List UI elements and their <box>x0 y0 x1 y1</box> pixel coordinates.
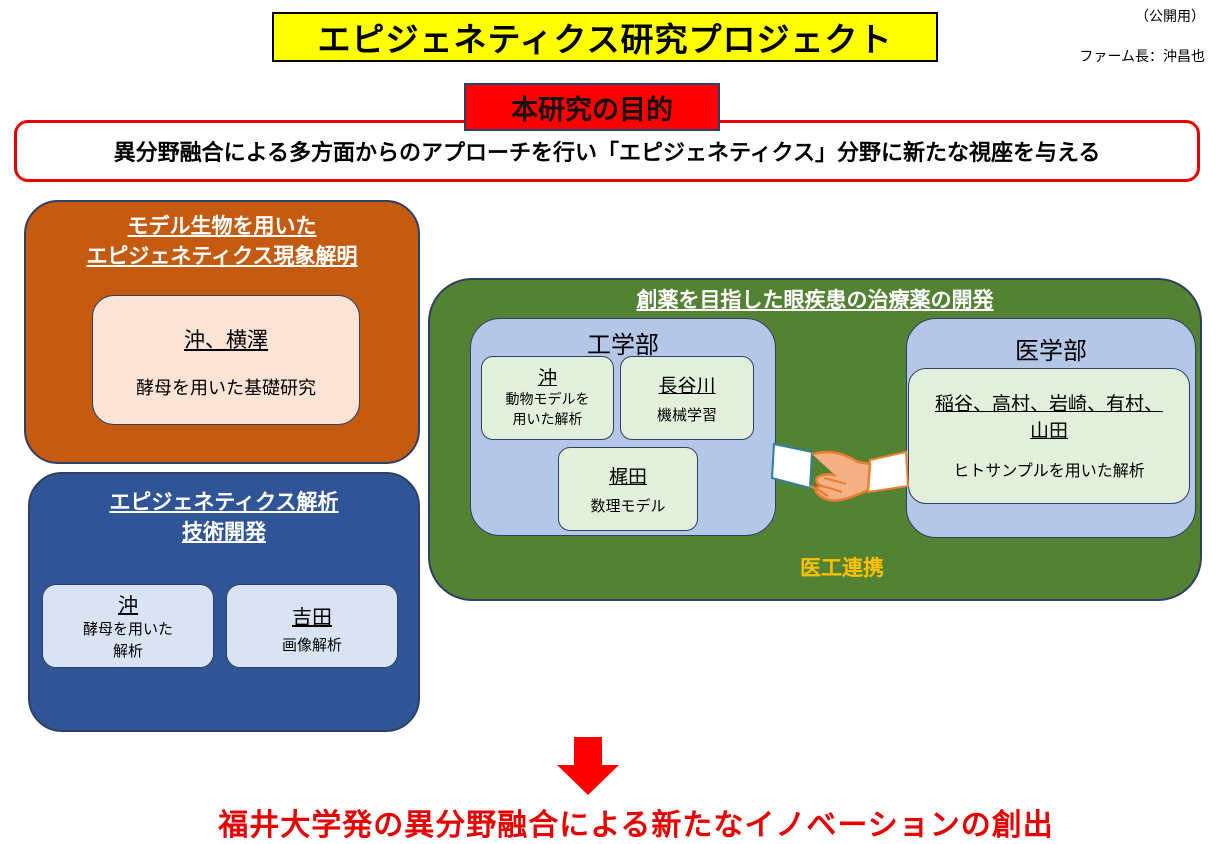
tech-member-desc-line1: 酵母を用いた <box>82 620 173 638</box>
purpose-label: 本研究の目的 <box>464 83 720 131</box>
engineering-member-desc-line1: 数理モデル <box>590 497 666 515</box>
handshake-icon <box>770 442 910 502</box>
tech-panel-title-line1: エピジェネティクス解析 <box>109 490 339 514</box>
purpose-text: 異分野融合による多方面からのアプローチを行い「エピジェネティクス」分野に新たな視… <box>113 141 1101 166</box>
engineering-member-box: 沖 動物モデルを 用いた解析 <box>481 356 614 440</box>
model-member-name: 沖、横澤 <box>184 328 268 352</box>
medicine-names-line2: 山田 <box>1029 420 1068 442</box>
engineering-label: 工学部 <box>587 331 659 359</box>
page-title: エピジェネティクス研究プロジェクト <box>272 12 938 62</box>
conclusion-text: 福井大学発の異分野融合による新たなイノベーションの創出 <box>218 808 1054 843</box>
medicine-names-line1: 稲谷、高村、岩崎、有村、 <box>934 393 1163 415</box>
model-member-box: 沖、横澤 酵母を用いた基礎研究 <box>92 295 360 425</box>
model-panel-title-line1: モデル生物を用いた <box>127 214 317 238</box>
model-member-desc: 酵母を用いた基礎研究 <box>136 378 316 399</box>
tech-member-box: 沖 酵母を用いた 解析 <box>42 584 214 668</box>
tech-member-name: 吉田 <box>292 605 332 629</box>
medicine-member-box: 稲谷、高村、岩崎、有村、 山田 ヒトサンプルを用いた解析 <box>908 368 1190 504</box>
public-label: （公開用） <box>1135 9 1205 25</box>
tech-member-box: 吉田 画像解析 <box>226 584 398 668</box>
tech-member-desc-line1: 画像解析 <box>281 636 342 654</box>
medicine-desc: ヒトサンプルを用いた解析 <box>953 461 1145 480</box>
farm-head-label: ファーム長：沖昌也 <box>1079 49 1205 65</box>
engineering-member-desc-line1: 動物モデルを <box>505 392 590 408</box>
engineering-member-box: 梶田 数理モデル <box>558 447 698 531</box>
engineering-member-box: 長谷川 機械学習 <box>620 356 754 440</box>
collab-label: 医工連携 <box>800 556 884 580</box>
engineering-member-desc-line1: 機械学習 <box>656 406 717 424</box>
medicine-label: 医学部 <box>1015 337 1087 365</box>
drug-panel-title: 創薬を目指した眼疾患の治療薬の開発 <box>636 288 994 312</box>
engineering-member-name: 沖 <box>537 367 557 389</box>
model-panel-title-line2: エピジェネティクス現象解明 <box>86 244 358 268</box>
tech-member-name: 沖 <box>118 593 138 617</box>
engineering-member-desc-line2: 用いた解析 <box>512 412 583 428</box>
tech-panel-title-line2: 技術開発 <box>182 520 266 544</box>
tech-member-desc-line2: 解析 <box>112 642 143 660</box>
engineering-member-name: 梶田 <box>608 466 647 488</box>
engineering-member-name: 長谷川 <box>658 375 716 397</box>
down-arrow-icon <box>557 737 619 795</box>
